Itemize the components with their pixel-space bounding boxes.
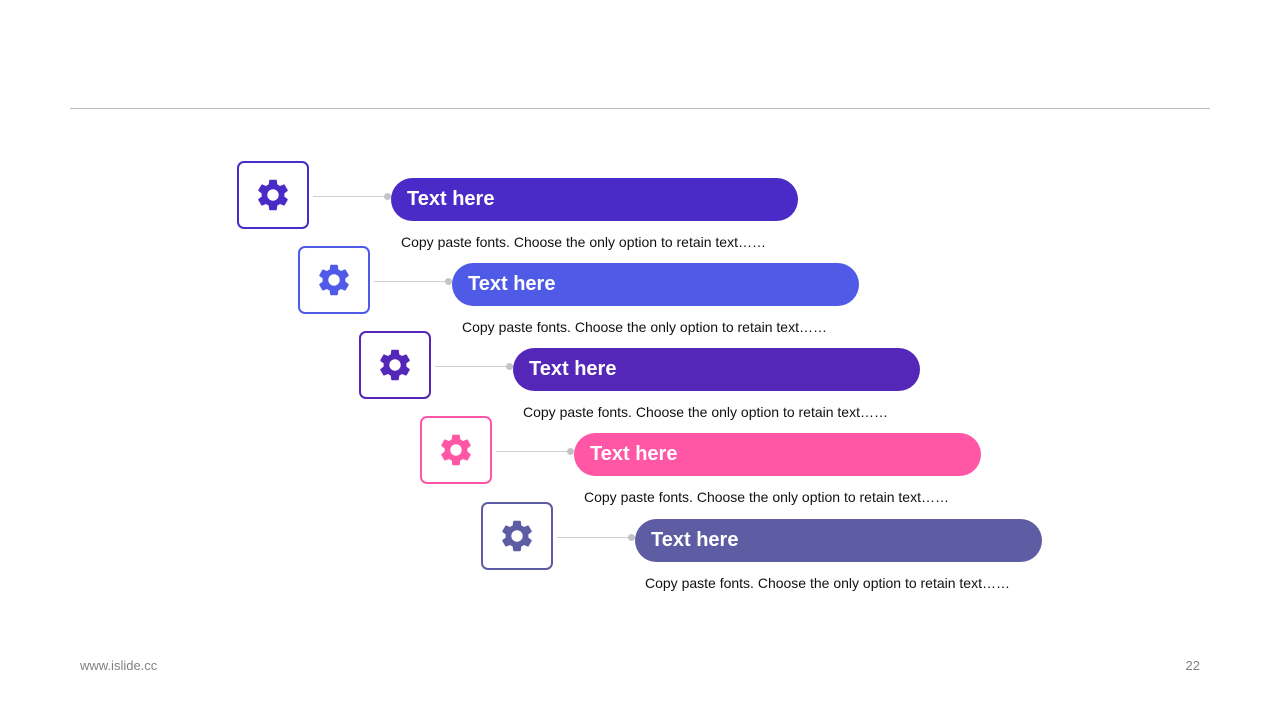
step-1-title-bar: Text here [391,178,798,221]
step-5-title-bar: Text here [635,519,1042,562]
gear-icon [258,179,288,211]
step-1: Text here Copy paste fonts. Choose the o… [237,161,1043,250]
page-number: 22 [1185,658,1200,673]
footer-website: www.islide.cc [80,658,158,673]
step-4-connector-dot [567,448,574,455]
gear-icon [441,434,471,466]
gear-icon [380,349,410,381]
step-2-connector [374,281,450,282]
step-2: Text here Copy paste fonts. Choose the o… [298,246,1104,335]
step-1-description: Copy paste fonts. Choose the only option… [401,234,766,250]
step-3-connector [435,366,511,367]
step-2-title-bar: Text here [452,263,859,306]
step-4: Text here Copy paste fonts. Choose the o… [420,416,1226,505]
step-4-icon-box [420,416,492,484]
step-5-description: Copy paste fonts. Choose the only option… [645,575,1010,591]
step-1-icon-box [237,161,309,229]
step-5-title: Text here [651,529,739,551]
step-2-icon-box [298,246,370,314]
step-1-connector-dot [384,193,391,200]
step-1-connector [313,196,389,197]
step-3-title-bar: Text here [513,348,920,391]
step-4-description: Copy paste fonts. Choose the only option… [584,489,949,505]
step-2-description: Copy paste fonts. Choose the only option… [462,319,827,335]
step-4-title: Text here [590,443,678,465]
step-4-title-bar: Text here [574,433,981,476]
step-2-connector-dot [445,278,452,285]
step-2-title: Text here [468,273,556,295]
step-3: Text here Copy paste fonts. Choose the o… [359,331,1165,420]
top-divider [70,108,1210,109]
step-3-icon-box [359,331,431,399]
step-3-connector-dot [506,363,513,370]
step-3-description: Copy paste fonts. Choose the only option… [523,404,888,420]
gear-icon [502,520,532,552]
step-5: Text here Copy paste fonts. Choose the o… [481,502,1280,591]
step-5-connector [557,537,633,538]
step-5-connector-dot [628,534,635,541]
step-5-icon-box [481,502,553,570]
step-4-connector [496,451,572,452]
step-3-title: Text here [529,358,617,380]
gear-icon [319,264,349,296]
step-1-title: Text here [407,188,495,210]
